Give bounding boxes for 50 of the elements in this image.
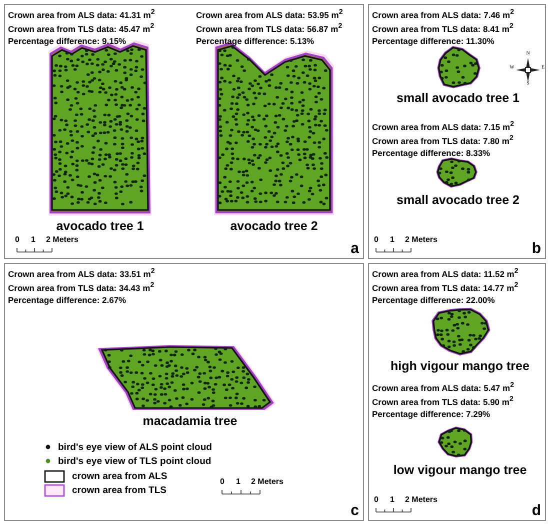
crown-area-text: Percentage difference: 2.67% [8, 296, 126, 304]
legend-text: crown area from TLS [72, 486, 166, 496]
scale-label: 2 Meters [46, 236, 78, 244]
legend-text: bird's eye view of TLS point cloud [58, 457, 212, 466]
tree-name: small avocado tree 1 [396, 92, 520, 104]
crown-area-text: Percentage difference: 5.13% [196, 37, 314, 46]
crown-area-text: Crown area from ALS data: 11.52 m$^{2}$ [372, 268, 518, 278]
crown-area-text: Percentage difference: 8.33% [372, 149, 490, 158]
scale-label: 1 [390, 236, 394, 244]
scale-label: 0 [374, 496, 378, 504]
scale-label: 0 [220, 478, 224, 486]
map-panel [368, 4, 546, 259]
crown-area-text: Crown area from TLS data: 14.77 m$^{2}$ [372, 282, 518, 292]
crown-area-text: Crown area from TLS data: 5.90 m$^{2}$ [372, 396, 514, 406]
scale-label: 1 [390, 496, 394, 504]
scale-label: 0 [15, 236, 20, 244]
scale-label: 1 [31, 236, 36, 244]
tree-name: avocado tree 2 [230, 220, 318, 232]
panel-letter: b [532, 241, 541, 256]
crown-area-text: Crown area from TLS data: 56.87 m$^{2}$ [196, 23, 342, 34]
scale-label: 1 [236, 478, 240, 486]
crown-area-text: Crown area from TLS data: 45.47 m$^{2}$ [8, 23, 154, 34]
crown-area-text: Crown area from ALS data: 5.47 m$^{2}$ [372, 382, 514, 392]
crown-area-text: Crown area from ALS data: 53.95 m$^{2}$ [196, 9, 343, 20]
crown-area-text: Crown area from TLS data: 8.41 m$^{2}$ [372, 23, 514, 34]
crown-area-text: Crown area from ALS data: 7.15 m$^{2}$ [372, 121, 514, 132]
crown-area-text: Crown area from ALS data: 33.51 m$^{2}$ [8, 268, 155, 278]
scale-label: 2 Meters [251, 478, 284, 486]
crown-area-text: Percentage difference: 9.15% [8, 37, 126, 46]
crown-area-text: Crown area from TLS data: 34.43 m$^{2}$ [8, 282, 154, 292]
legend-text: crown area from ALS [72, 472, 168, 482]
map-panel [368, 263, 546, 521]
legend-text: bird's eye view of ALS point cloud [58, 443, 212, 452]
crown-area-text: Crown area from TLS data: 7.80 m$^{2}$ [372, 135, 514, 146]
panel-letter: c [350, 503, 359, 518]
crown-area-text: Percentage difference: 11.30% [372, 37, 494, 46]
scale-label: 2 Meters [405, 496, 438, 504]
tree-name: high vigour mango tree [390, 360, 530, 372]
tree-name: low vigour mango tree [393, 464, 527, 476]
crown-area-text: Percentage difference: 22.00% [372, 296, 495, 304]
panel-letter: d [532, 503, 541, 518]
tree-name: avocado tree 1 [56, 220, 144, 232]
crown-area-text: Percentage difference: 7.29% [372, 410, 490, 418]
crown-area-text: Crown area from ALS data: 7.46 m$^{2}$ [372, 9, 514, 20]
panel-letter: a [350, 241, 359, 256]
scale-label: 2 Meters [405, 236, 438, 244]
tree-name: small avocado tree 2 [396, 194, 520, 206]
tree-name: macadamia tree [142, 414, 238, 428]
scale-label: 0 [374, 236, 378, 244]
crown-area-text: Crown area from ALS data: 41.31 m$^{2}$ [8, 9, 155, 20]
